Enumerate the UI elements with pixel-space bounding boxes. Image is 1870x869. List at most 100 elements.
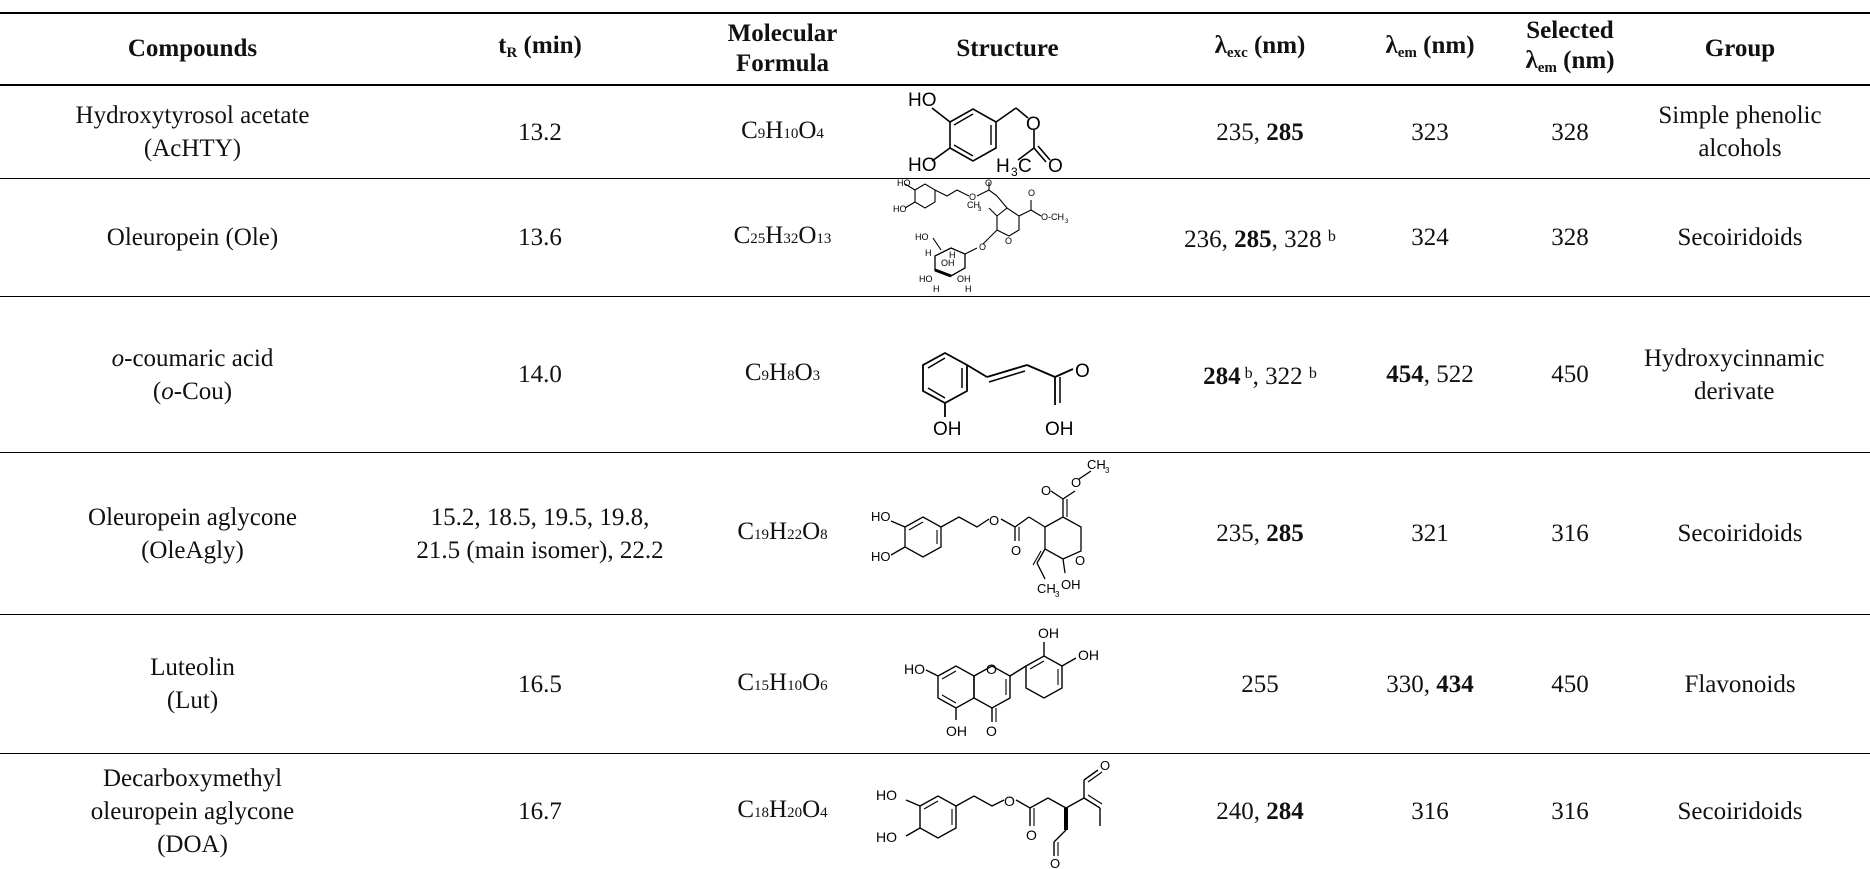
footnote-marker: b bbox=[1327, 227, 1336, 245]
wavelength-value: 323 bbox=[1411, 118, 1449, 146]
structure-label: O bbox=[1075, 553, 1085, 568]
structure-label: 3 bbox=[1011, 165, 1018, 176]
formula-text: C9H10O4 bbox=[741, 114, 824, 151]
structure-label: 3 bbox=[1065, 219, 1069, 225]
structure-label: O bbox=[1075, 361, 1090, 382]
structure-label: C bbox=[1018, 156, 1032, 176]
wavelength-value: 454 bbox=[1386, 361, 1424, 388]
compound-name: Luteolin(Lut) bbox=[150, 654, 235, 714]
structure-label: O bbox=[1048, 156, 1063, 176]
wavelength-value: 324 bbox=[1411, 224, 1449, 251]
element-count: 4 bbox=[816, 125, 824, 142]
element-symbol: C bbox=[744, 359, 762, 386]
compound-group: Flavonoids bbox=[1684, 670, 1796, 698]
emission-wavelengths: 330, 434 bbox=[1360, 615, 1500, 753]
retention-time: 16.5 bbox=[518, 670, 562, 698]
element-count: 10 bbox=[783, 125, 799, 142]
element-symbol: C bbox=[733, 222, 751, 249]
excitation-wavelengths: 236, 285, 328 b bbox=[1160, 179, 1360, 296]
structure-label: O bbox=[989, 513, 999, 528]
structure-label: O bbox=[1071, 475, 1081, 490]
wavelength-value: 285 bbox=[1266, 520, 1304, 547]
header-rule bbox=[0, 84, 1870, 86]
wavelength-value: 285 bbox=[1234, 225, 1272, 253]
element-symbol: H bbox=[769, 796, 788, 823]
element-symbol: C bbox=[737, 668, 755, 696]
header-compounds: Compounds bbox=[127, 35, 258, 62]
excitation-wavelengths: 235, 285 bbox=[1160, 453, 1360, 614]
structure-label: H bbox=[925, 248, 932, 258]
structure-label: HO bbox=[876, 787, 897, 803]
formula-text: C19H22O8 bbox=[737, 515, 827, 552]
compound-name: Oleuropein (Ole) bbox=[106, 224, 279, 251]
structure-label: O bbox=[1028, 188, 1035, 198]
structure-label: O bbox=[985, 178, 992, 188]
structure-label: HO bbox=[919, 274, 933, 284]
emission-wavelengths: 324 bbox=[1360, 179, 1500, 296]
structure-label: CH bbox=[967, 200, 980, 210]
retention-time: 15.2, 18.5, 19.5, 19.8,21.5 (main isomer… bbox=[416, 503, 664, 564]
emission-wavelengths: 323 bbox=[1360, 86, 1500, 178]
row-divider bbox=[0, 753, 1870, 754]
wavelength-value: 236, bbox=[1184, 225, 1235, 253]
header-emission: λem (nm) bbox=[1385, 31, 1475, 61]
structure-oleuropein-aglycone: CH 3 O O HO HO O O O CH 3 OH bbox=[865, 455, 1155, 615]
structure-label: HO bbox=[893, 204, 907, 214]
element-symbol: H bbox=[765, 222, 784, 249]
excitation-wavelengths: 255 bbox=[1160, 615, 1360, 753]
structure-label: OH bbox=[941, 258, 955, 268]
emission-wavelengths: 454, 522 bbox=[1360, 297, 1500, 452]
wavelength-value: 321 bbox=[1411, 520, 1449, 547]
formula-text: C18H20O4 bbox=[737, 793, 827, 830]
element-symbol: O bbox=[802, 796, 821, 823]
header-structure: Structure bbox=[956, 35, 1059, 62]
wavelength-value: 285 bbox=[1266, 118, 1304, 146]
emission-wavelengths: 316 bbox=[1360, 754, 1500, 869]
element-symbol: C bbox=[737, 518, 755, 545]
molecular-formula: C15H10O6 bbox=[690, 615, 875, 753]
footnote-marker: b bbox=[1240, 364, 1253, 382]
element-symbol: O bbox=[794, 359, 813, 386]
structure-label: O bbox=[986, 661, 997, 677]
formula-text: C15H10O6 bbox=[737, 666, 827, 703]
structure-label: O bbox=[1041, 483, 1051, 498]
compound-name: Hydroxytyrosol acetate(AcHTY) bbox=[75, 102, 310, 162]
footnote-marker: b bbox=[1308, 364, 1317, 382]
element-symbol: H bbox=[765, 116, 784, 144]
structure-oleuropein: HO HO O O CH 3 O O-CH 3 HO O O H H OH HO… bbox=[885, 178, 1145, 296]
structure-label: O bbox=[986, 723, 997, 739]
retention-time: 13.6 bbox=[518, 224, 562, 251]
retention-time: 14.0 bbox=[518, 361, 562, 388]
structure-label: O bbox=[969, 192, 976, 202]
structure-label: O bbox=[1026, 827, 1037, 843]
selected-emission: 328 bbox=[1551, 224, 1589, 251]
structure-label: OH bbox=[957, 274, 971, 284]
excitation-wavelengths: 240, 284 bbox=[1160, 754, 1360, 869]
wavelength-value: 330, bbox=[1386, 670, 1437, 698]
row-divider bbox=[0, 296, 1870, 297]
structure-label: CH bbox=[1087, 457, 1106, 472]
header-excitation: λexc (nm) bbox=[1214, 31, 1306, 61]
structure-o-coumaric-acid: OH O OH bbox=[905, 345, 1115, 450]
formula-text: C9H8O3 bbox=[745, 356, 820, 393]
molecular-formula: C19H22O8 bbox=[690, 453, 875, 614]
element-count: 22 bbox=[787, 527, 803, 543]
wavelength-value: 235, bbox=[1216, 118, 1267, 146]
table-top-rule bbox=[0, 12, 1870, 14]
structure-label: H bbox=[949, 250, 956, 260]
structure-label: HO bbox=[908, 90, 937, 111]
element-symbol: C bbox=[737, 796, 755, 823]
molecular-formula: C9H8O3 bbox=[690, 297, 875, 452]
element-count: 18 bbox=[754, 805, 770, 821]
element-count: 8 bbox=[820, 527, 828, 543]
element-count: 9 bbox=[757, 125, 766, 142]
compound-group: Secoiridoids bbox=[1677, 224, 1803, 251]
wavelength-value: , 322 bbox=[1252, 362, 1309, 390]
structure-hydroxytyrosol-acetate: HO HO O H 3 C O bbox=[902, 88, 1112, 176]
element-symbol: C bbox=[741, 116, 758, 144]
row-divider bbox=[0, 452, 1870, 453]
element-count: 3 bbox=[812, 368, 821, 384]
element-symbol: O bbox=[798, 116, 817, 144]
